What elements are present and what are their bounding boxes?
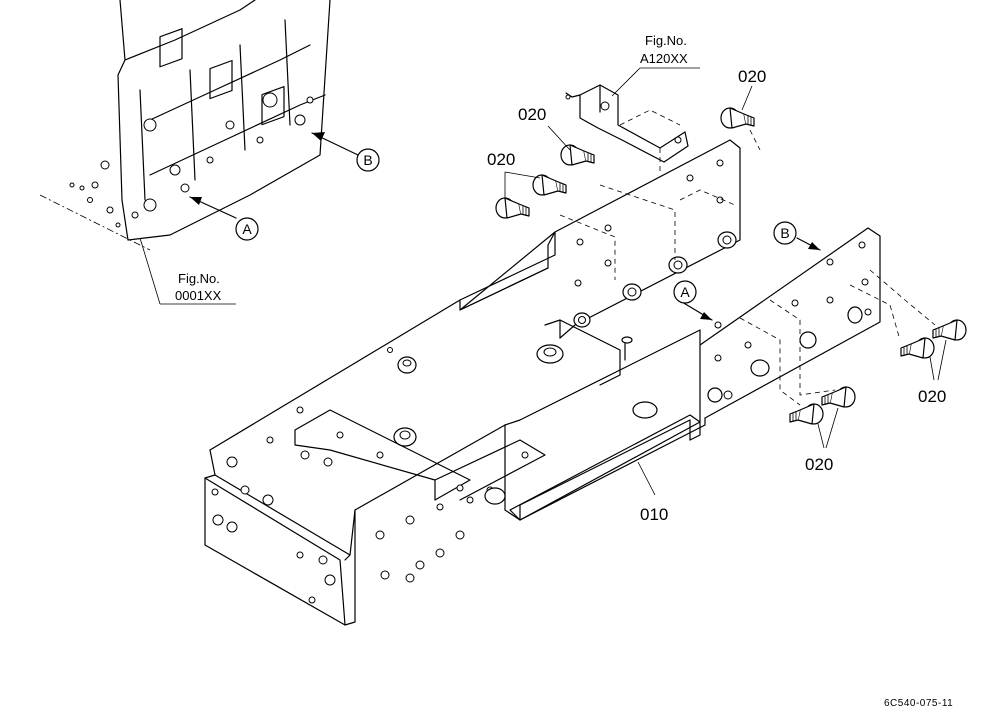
callout-010-label: 010 bbox=[640, 505, 668, 524]
bolt-020-e bbox=[932, 319, 967, 341]
engine-block bbox=[39, 0, 331, 251]
bolt-020-d bbox=[720, 107, 755, 129]
bracket-part bbox=[565, 84, 689, 175]
marker-a-frame-label: A bbox=[680, 284, 690, 300]
frame-010 bbox=[204, 129, 881, 626]
fig-ref-engine-line1: Fig.No. bbox=[178, 271, 220, 286]
callout-020-top-left-label: 020 bbox=[487, 150, 515, 169]
marker-b-engine: B bbox=[356, 148, 380, 172]
drawing-code: 6C540-075-11 bbox=[884, 698, 953, 709]
arrow-a-frame bbox=[681, 301, 713, 321]
bolt-020-h bbox=[789, 403, 824, 425]
fig-ref-bracket: Fig.No. A120XX bbox=[611, 33, 700, 97]
marker-b-frame: B bbox=[773, 221, 797, 245]
callout-020-top-right: 020 bbox=[738, 67, 766, 111]
fig-ref-bracket-line1: Fig.No. bbox=[645, 33, 687, 48]
marker-a-engine-label: A bbox=[242, 221, 252, 237]
arrow-b-frame bbox=[796, 237, 821, 251]
callout-020-top-left: 020 bbox=[487, 150, 541, 198]
marker-a-engine: A bbox=[235, 217, 259, 241]
marker-a-frame: A bbox=[673, 280, 697, 304]
callout-020-top-mid: 020 bbox=[518, 105, 571, 151]
fig-ref-bracket-line2: A120XX bbox=[640, 51, 688, 66]
bolt-020-g bbox=[821, 386, 856, 408]
marker-b-engine-label: B bbox=[363, 152, 372, 168]
bolt-020-a bbox=[495, 197, 530, 219]
callout-010: 010 bbox=[637, 461, 668, 524]
fig-ref-engine: Fig.No. 0001XX bbox=[139, 237, 236, 305]
callout-020-right-upper-label: 020 bbox=[918, 387, 946, 406]
fig-ref-engine-line2: 0001XX bbox=[175, 288, 222, 303]
bolt-020-f bbox=[900, 337, 935, 359]
callout-020-right-lower-label: 020 bbox=[805, 455, 833, 474]
bolt-020-c bbox=[560, 144, 595, 166]
callout-020-top-right-label: 020 bbox=[738, 67, 766, 86]
arrow-a-engine bbox=[189, 196, 237, 219]
arrow-b-engine bbox=[311, 132, 359, 156]
callout-020-top-mid-label: 020 bbox=[518, 105, 546, 124]
callout-020-right-lower: 020 bbox=[805, 407, 839, 474]
marker-b-frame-label: B bbox=[780, 225, 789, 241]
callout-020-right-upper: 020 bbox=[918, 339, 947, 406]
